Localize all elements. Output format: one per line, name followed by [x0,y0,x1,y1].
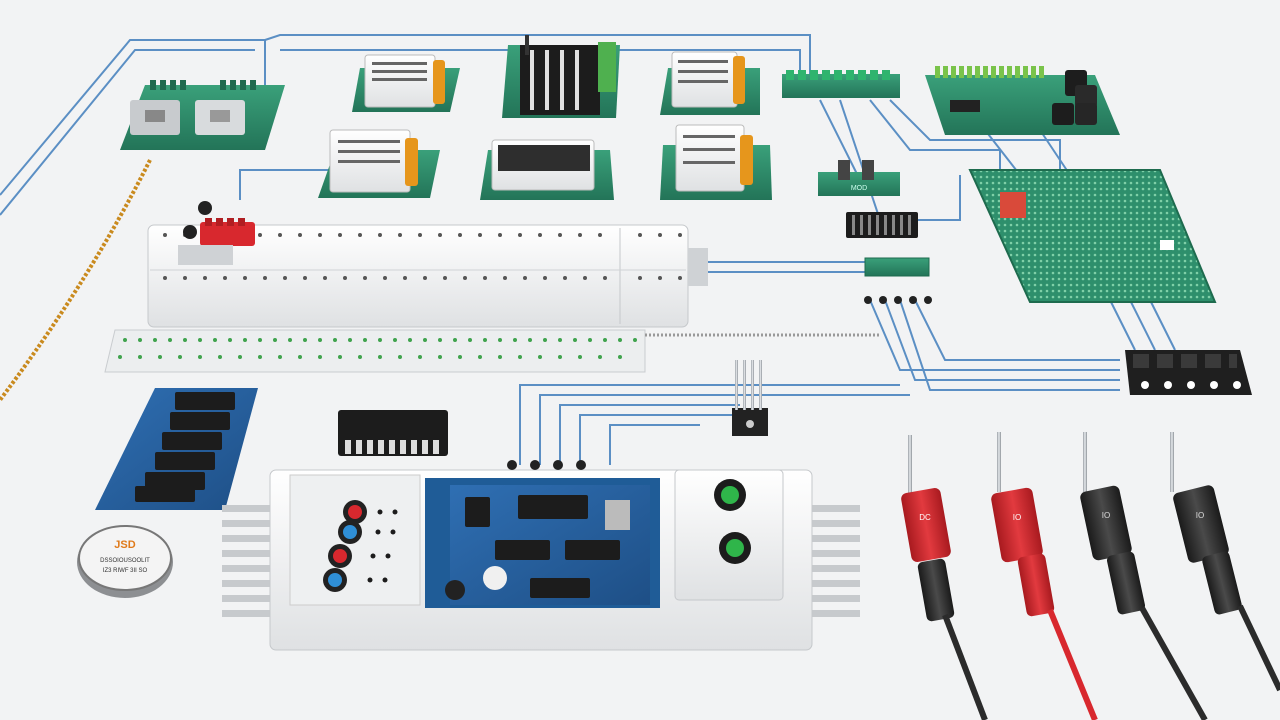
wire-header-pins [507,460,586,470]
sensor-4pin [732,360,768,436]
probe-4-label: IO [1196,511,1204,520]
relay-module-3 [660,51,760,115]
tape-line-1: DSSOIOUSOOLIT [100,558,150,564]
test-probe-red-1: DC [901,435,988,720]
module-label: MOD [851,185,867,192]
wiring [0,34,1176,465]
tape-roll: JSD DSSOIOUSOOLIT IZ3 RIWF 3II SO [77,525,173,598]
test-probe-red-2: IO [991,432,1098,720]
ic-chip-small [846,212,918,238]
terminal-rail [104,329,880,373]
probe-2-label: IO [1013,513,1021,522]
probe-3-label: IO [1102,511,1110,520]
pin-header-strip [782,70,900,98]
switch-array-board [95,388,258,510]
display-module [480,139,614,200]
black-5pin-connector [1125,350,1252,395]
braided-cable [0,159,152,402]
perfboard [968,169,1217,303]
ic-chip-large [338,410,448,456]
relay-module-4 [660,124,772,200]
test-probe-black-2: IO [1170,432,1280,692]
sensor-module [864,257,930,277]
dual-switch-pcb [120,80,285,150]
terminal-block-pcb [502,35,620,118]
main-control-unit [222,469,860,651]
test-probe-black-1: IO [1080,432,1208,720]
small-connector-module: MOD [818,160,900,196]
power-module-pcb [925,66,1120,135]
tape-line-2: IZ3 RIWF 3II SO [103,568,148,574]
tape-brand: JSD [114,539,135,551]
probe-1-label: DC [919,513,931,522]
main-controller-housing [147,201,708,328]
connector-pins [864,296,932,304]
relay-module-2 [318,129,440,198]
relay-module-1 [352,54,460,112]
